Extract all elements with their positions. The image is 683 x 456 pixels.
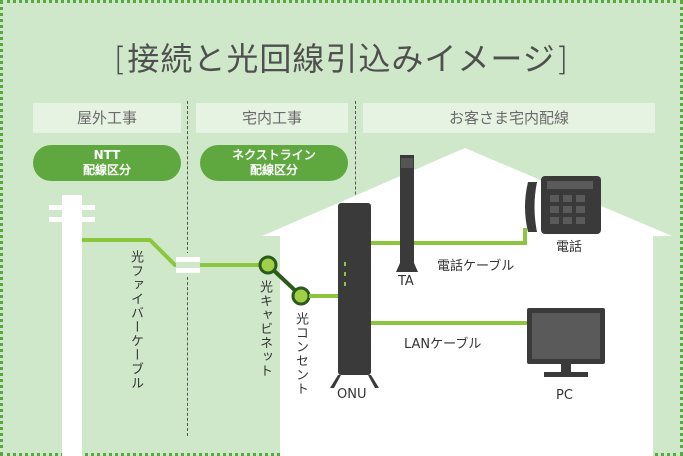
nextline-badge: ネクストライン 配線区分	[200, 145, 348, 181]
pc-monitor-icon	[527, 308, 605, 377]
diagram-title: [接続と光回線引込みイメージ]	[113, 40, 570, 78]
ntt-badge: NTT 配線区分	[33, 145, 181, 181]
phone-label: 電話	[556, 240, 583, 255]
optical-outlet-node	[291, 286, 311, 306]
zone-outdoor-label: 屋外工事	[33, 103, 181, 133]
ntt-badge-line2: 配線区分	[82, 163, 131, 177]
ta-label: TA	[398, 274, 414, 289]
telephone-icon	[525, 176, 601, 234]
ta-device-icon	[396, 155, 418, 272]
nextline-badge-line1: ネクストライン	[232, 148, 316, 162]
nextline-badge-line2: 配線区分	[249, 163, 298, 177]
utility-pole-icon	[49, 195, 95, 456]
fiber-cable-label: 光ファイバーケーブル	[128, 250, 143, 390]
cable-break-mark	[176, 253, 200, 277]
pc-label: PC	[556, 388, 573, 403]
phone-cable-label: 電話ケーブル	[437, 259, 515, 274]
onu-label: ONU	[337, 387, 367, 402]
lan-cable-label: LANケーブル	[404, 337, 482, 352]
onu-device-icon	[330, 203, 379, 388]
zone-customer-label: お客さま宅内配線	[363, 103, 655, 133]
ntt-badge-line1: NTT	[93, 148, 121, 162]
optical-cabinet-label: 光キャビネット	[257, 280, 272, 378]
optical-cabinet-node	[258, 255, 278, 275]
optical-outlet-label: 光コンセント	[293, 312, 308, 396]
fiber-cable-line	[82, 238, 268, 267]
zone-indoor-label: 宅内工事	[196, 103, 348, 133]
house-shape	[262, 148, 672, 456]
phone-cable-line	[414, 228, 527, 245]
